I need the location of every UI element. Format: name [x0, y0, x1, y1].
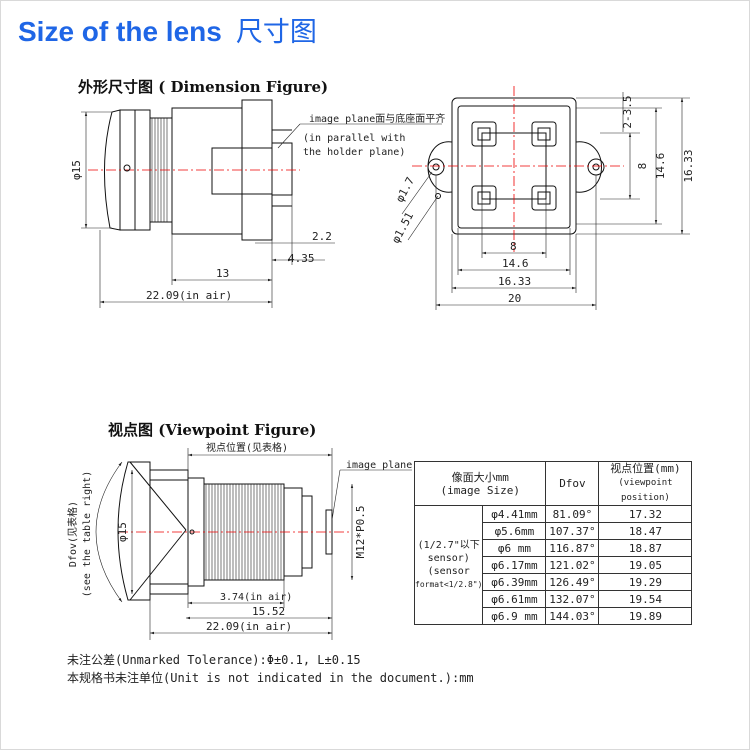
header-size-cn: 像面大小mm [451, 470, 509, 484]
dim-side-4-35: 4.35 [288, 252, 315, 265]
unit-note: 本规格书未注单位(Unit is not indicated in the do… [67, 671, 474, 685]
image-plane-note-1: image plane面与底座面平齐 [309, 112, 445, 125]
page-title: Size of the lens 尺寸图 [18, 10, 317, 49]
header-size-en: (image Size) [440, 483, 520, 497]
sensor-line: sensor) [427, 553, 470, 564]
dim-side-22-09: 22.09(in air) [146, 289, 232, 302]
dim-front-20: 20 [508, 292, 521, 305]
cell-size: φ6.39mm [482, 573, 547, 591]
dim-side-13: 13 [216, 267, 229, 280]
viewpoint-table: 像面大小mm(image Size) Dfov 视点位置(mm) (viewpoi… [413, 461, 693, 625]
cell-size: φ6.9 mm [482, 607, 547, 625]
title-en: Size of the lens [18, 16, 222, 47]
dim-side-2-2: 2.2 [312, 230, 332, 243]
dim-vp-15-52: 15.52 [252, 605, 285, 618]
dim-front-d1-51: φ1.51 [389, 210, 416, 245]
dfov-sub-label: (see the table right) [82, 471, 93, 597]
image-plane-note-3: the holder plane) [303, 147, 405, 158]
dimension-heading: 外形尺寸图 ( Dimension Figure) [78, 78, 329, 96]
viewpoint-d15: φ15 [116, 522, 129, 542]
cell-vp: 19.29 [598, 573, 693, 591]
dim-vp-3-74: 3.74(in air) [220, 592, 292, 603]
cell-dfov: 107.37° [545, 522, 600, 540]
header-vp-en: (viewpoint position) [618, 478, 673, 503]
cell-vp: 19.05 [598, 556, 693, 574]
sensor-line: (1/2.7"以下 [417, 540, 480, 551]
dim-front-16-33-v: 16.33 [682, 149, 695, 182]
cell-dfov: 81.09° [545, 505, 600, 523]
table-header-size: 像面大小mm(image Size) [413, 461, 547, 506]
dim-front-14-6-h: 14.6 [502, 257, 529, 270]
sensor-line: format<1/2.8") [415, 580, 483, 589]
header-vp-cn: 视点位置(mm) [610, 462, 681, 475]
dim-front-14-6-v: 14.6 [654, 153, 667, 180]
dfov-label: Dfov(见表格) [66, 501, 79, 567]
lens-side-view: φ15 2.2 4.35 13 22.09(in air) image plan… [70, 99, 445, 308]
table-header-vp: 视点位置(mm) (viewpoint position) [598, 461, 693, 506]
cell-dfov: 116.87° [545, 539, 600, 557]
cell-vp: 18.87 [598, 539, 693, 557]
cell-dfov: 144.03° [545, 607, 600, 625]
table-header-dfov: Dfov [545, 461, 600, 506]
cell-size: φ6.17mm [482, 556, 547, 574]
dim-front-8-v: 8 [636, 163, 649, 170]
cell-dfov: 132.07° [545, 590, 600, 608]
cell-dfov: 121.02° [545, 556, 600, 574]
lens-viewpoint-view: 视点位置(见表格) image plane Dfov(见表格) (see the… [66, 441, 412, 640]
thread-spec: M12*P0.5 [354, 506, 367, 559]
tolerance-note: 未注公差(Unmarked Tolerance):Φ±0.1, L±0.15 [67, 653, 361, 667]
viewpoint-pos-label: 视点位置(见表格) [206, 441, 288, 454]
dim-front-2-3-5: 2-3.5 [621, 95, 634, 128]
dim-side-d15: φ15 [70, 160, 83, 180]
cell-vp: 18.47 [598, 522, 693, 540]
cell-size: φ4.41mm [482, 505, 547, 523]
cell-size: φ6 mm [482, 539, 547, 557]
cell-vp: 19.54 [598, 590, 693, 608]
title-cn: 尺寸图 [235, 17, 317, 48]
dim-front-d1-7: φ1.7 [393, 175, 417, 205]
cell-size: φ5.6mm [482, 522, 547, 540]
dim-front-16-33-h: 16.33 [498, 275, 531, 288]
cell-size: φ6.61mm [482, 590, 547, 608]
cell-vp: 17.32 [598, 505, 693, 523]
dim-vp-22-09: 22.09(in air) [206, 620, 292, 633]
cell-vp: 19.89 [598, 607, 693, 625]
dim-front-8-h: 8 [510, 240, 517, 253]
image-plane-label: image plane [346, 460, 412, 471]
sensor-line: (sensor [427, 566, 470, 577]
sensor-format-cell: (1/2.7"以下 sensor) (sensor format<1/2.8") [413, 505, 484, 625]
cell-dfov: 126.49° [545, 573, 600, 591]
table-row: (1/2.7"以下 sensor) (sensor format<1/2.8") φ4.… [413, 505, 693, 625]
viewpoint-heading: 视点图 (Viewpoint Figure) [108, 421, 317, 439]
image-plane-note-2: (in parallel with [303, 133, 405, 144]
